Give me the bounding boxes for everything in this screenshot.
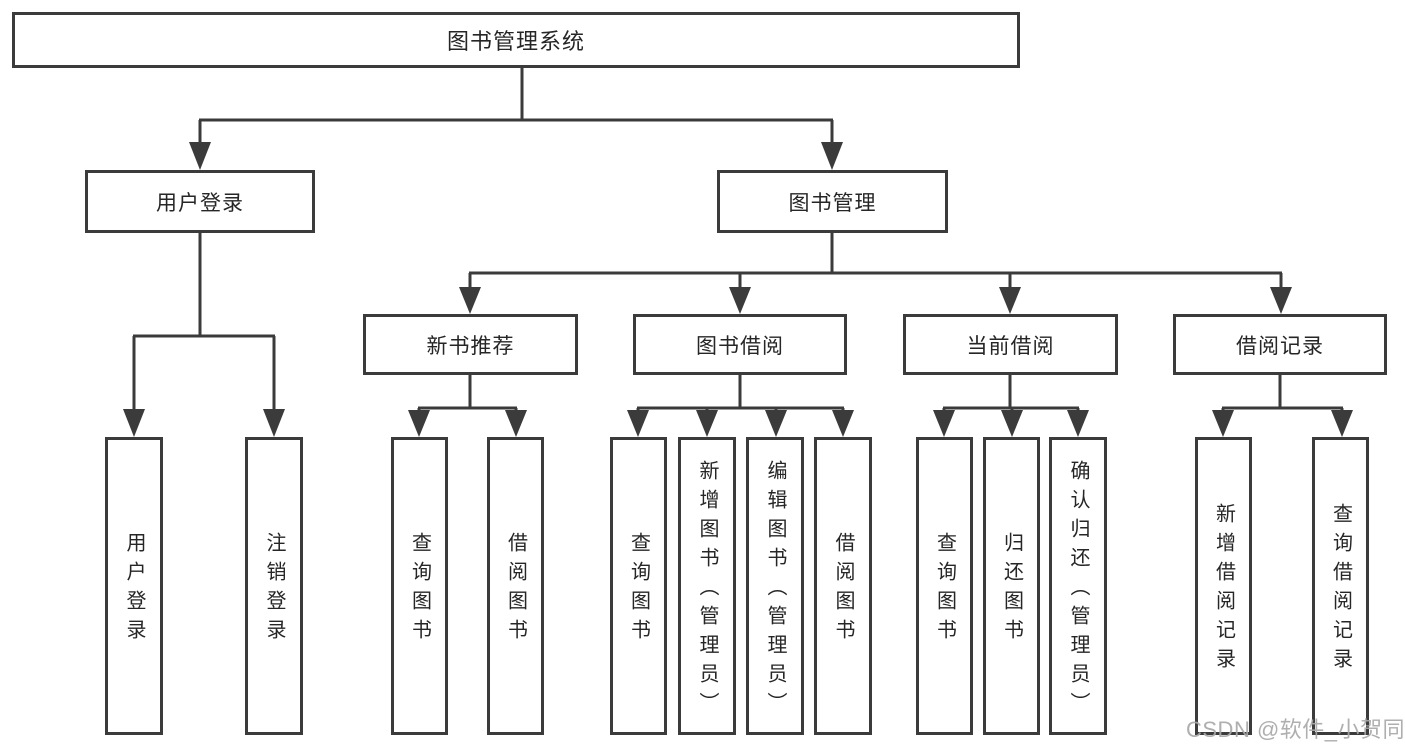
arrowhead-icon (821, 142, 843, 170)
node-new-book-recommendation: 新书推荐 (363, 314, 578, 375)
arrowhead-icon (408, 410, 430, 437)
leaf-add-borrow-record: 新增借阅记录 (1195, 437, 1252, 735)
arrowhead-icon (1331, 410, 1353, 437)
arrowhead-icon (1212, 410, 1234, 437)
arrowhead-icon (696, 410, 718, 437)
arrowhead-icon (729, 287, 751, 314)
leaf-logout: 注销登录 (245, 437, 303, 735)
arrowhead-icon (627, 410, 649, 437)
leaf-borrow-books-recommend: 借阅图书 (487, 437, 544, 735)
csdn-watermark: CSDN @软件_小贺同学 (1186, 717, 1405, 742)
arrowhead-icon (999, 287, 1021, 314)
arrowhead-icon (765, 410, 787, 437)
leaf-add-books-admin: 新增图书（管理员） (678, 437, 736, 735)
leaf-confirm-return-admin: 确认归还（管理员） (1049, 437, 1107, 735)
arrowhead-icon (263, 409, 285, 437)
arrowhead-icon (1270, 287, 1292, 314)
leaf-query-books-recommend: 查询图书 (391, 437, 448, 735)
leaf-query-books-current: 查询图书 (916, 437, 973, 735)
node-book-management: 图书管理 (717, 170, 948, 233)
leaf-query-books-borrowing: 查询图书 (610, 437, 667, 735)
arrowhead-icon (459, 287, 481, 314)
leaf-user-login: 用户登录 (105, 437, 163, 735)
node-borrowing-records: 借阅记录 (1173, 314, 1387, 375)
leaf-borrow-books: 借阅图书 (814, 437, 872, 735)
arrowhead-icon (933, 410, 955, 437)
arrowhead-icon (1067, 410, 1089, 437)
arrowhead-icon (832, 410, 854, 437)
leaf-return-books: 归还图书 (983, 437, 1040, 735)
arrowhead-icon (505, 410, 527, 437)
node-user-login: 用户登录 (85, 170, 315, 233)
node-book-borrowing: 图书借阅 (633, 314, 847, 375)
node-current-borrowing: 当前借阅 (903, 314, 1118, 375)
leaf-edit-books-admin: 编辑图书（管理员） (746, 437, 804, 735)
leaf-query-borrow-record: 查询借阅记录 (1312, 437, 1369, 735)
arrowhead-icon (1001, 410, 1023, 437)
node-library-management-system: 图书管理系统 (12, 12, 1020, 68)
arrowhead-icon (189, 142, 211, 170)
arrowhead-icon (123, 409, 145, 437)
